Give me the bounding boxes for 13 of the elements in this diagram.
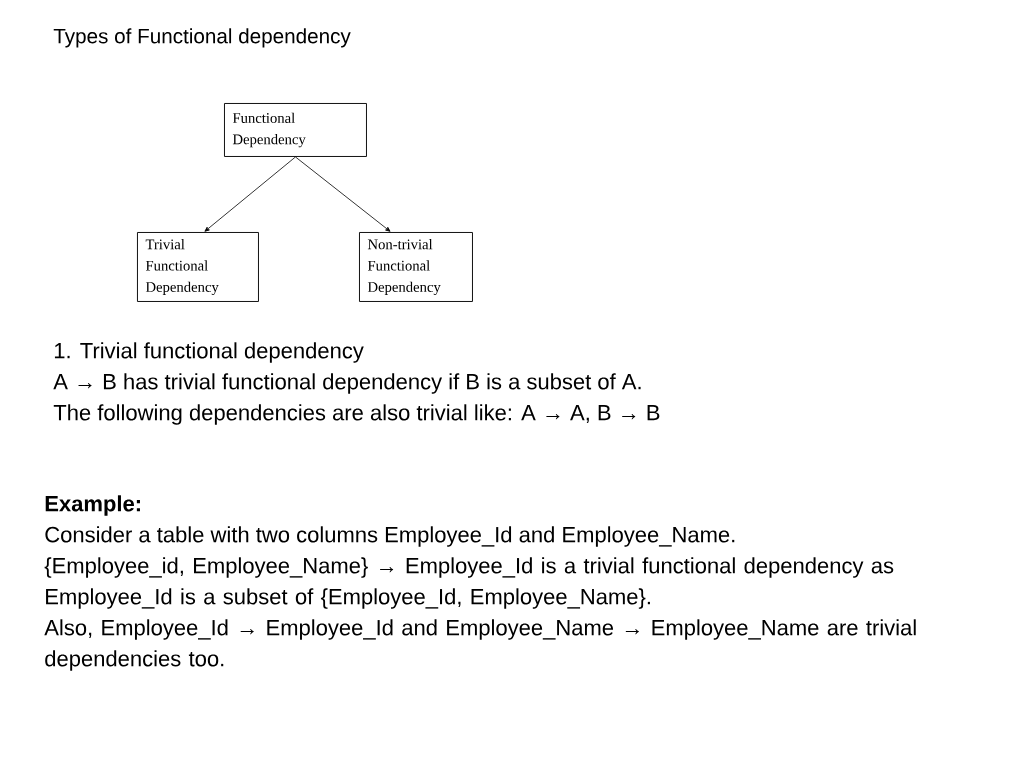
text-line: The following dependencies are also trivial like: A → A, B → B [53, 404, 660, 425]
title: Types of Functional dependency [53, 28, 351, 48]
box: Functional Dependency [224, 103, 367, 157]
arrow [295, 156, 391, 232]
text-line: Also, Employee_Id → Employee_Id and Employee_Name → Employee_Name are trivial dependencies too. [44, 619, 916, 671]
text-line: Consider a table with two columns Employee_Id and Employee_Name. [45, 526, 735, 547]
text-line: A → B has trivial functional dependency if B is a subset of A. [53, 373, 641, 394]
text-line: Example: [45, 495, 140, 516]
box: Trivial Functional Dependency [137, 232, 259, 302]
text-line: 1. Trivial functional dependency [54, 342, 364, 363]
box: Non-trivial Functional Dependency [359, 232, 473, 302]
text-line: {Employee_id, Employee_Name} → Employee_Id is a trivial functional dependency as Employee_Id is a subset of {Employee_Id, Employee_Name}. [44, 557, 894, 609]
arrow [204, 156, 296, 232]
